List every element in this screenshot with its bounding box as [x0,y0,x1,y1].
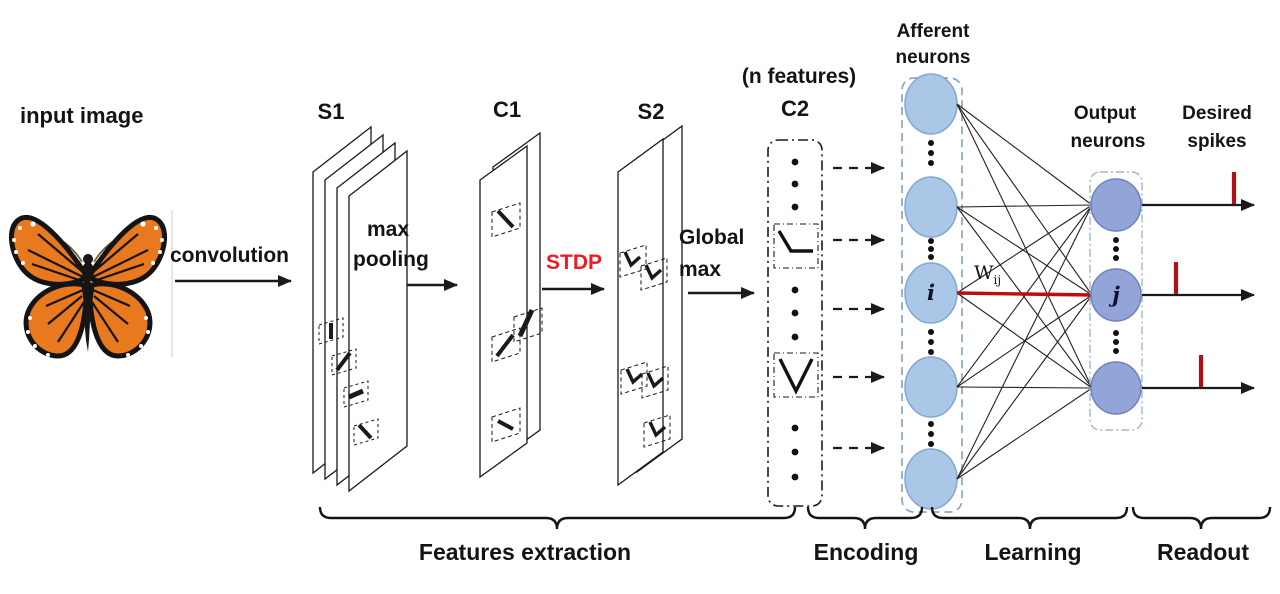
weight-wij-label: Wij [974,262,1002,287]
feature-glyph-v [778,358,814,395]
butterfly-image [8,210,173,359]
output-neuron-column [1089,171,1143,431]
s1-feature-boxes [318,317,379,446]
s2-feature-maps [617,124,683,487]
s1-feature-maps [312,125,408,493]
output-neuron [1090,361,1142,415]
afferent-neuron [904,448,958,510]
max-pooling-label-line1: max [367,218,410,241]
readout-arrows [1142,199,1255,394]
afferent-neuron [904,73,958,135]
neuron-i-label: i [927,280,935,306]
desired-label-line1: Desired [1182,103,1252,124]
global-max-label-line2: max [679,258,722,281]
input-image-label: input image [20,103,144,128]
output-neuron [1090,178,1142,232]
layer-label-c2: C2 [780,96,810,121]
stage-label-readout: Readout [1157,539,1249,565]
afferent-neurons [904,73,958,510]
encoding-arrows [833,162,885,454]
feature-glyph-corner [777,230,813,253]
output-label-line2: neurons [1070,131,1146,152]
afferent-neuron [904,356,958,418]
convolution-label: convolution [170,244,289,267]
c1-feature-boxes [491,202,543,443]
synaptic-connections [956,103,1093,480]
afferent-label-line1: Afferent [896,21,970,42]
c2-feature-vector [767,139,823,507]
desired-spikes [1173,172,1237,387]
brace-encoding [806,506,924,530]
brace-readout [1131,506,1272,530]
output-label-line1: Output [1073,103,1137,124]
neuron-j-label: j [1112,282,1120,308]
global-max-label-line1: Global [679,226,745,249]
weight-wij-connection [956,291,1093,297]
stage-label-features-extraction: Features extraction [418,539,632,565]
n-features-label: (n features) [741,65,857,88]
afferent-neuron [904,176,958,238]
brace-features-extraction [318,506,797,530]
desired-label-line2: spikes [1187,131,1247,152]
afferent-label-line2: neurons [895,47,971,68]
layer-label-s2: S2 [637,99,665,124]
afferent-neuron-column [901,73,963,513]
brace-learning [930,506,1129,530]
s2-feature-boxes [619,244,671,448]
stage-label-encoding: Encoding [813,539,919,565]
layer-label-s1: S1 [317,99,345,124]
stdp-label: STDP [546,251,603,274]
stage-braces [318,506,1272,530]
stage-label-learning: Learning [984,539,1082,565]
output-neuron-j [1090,268,1142,322]
butterfly-body [83,262,91,352]
layer-label-c1: C1 [492,97,522,122]
max-pooling-label-line2: pooling [353,248,429,271]
